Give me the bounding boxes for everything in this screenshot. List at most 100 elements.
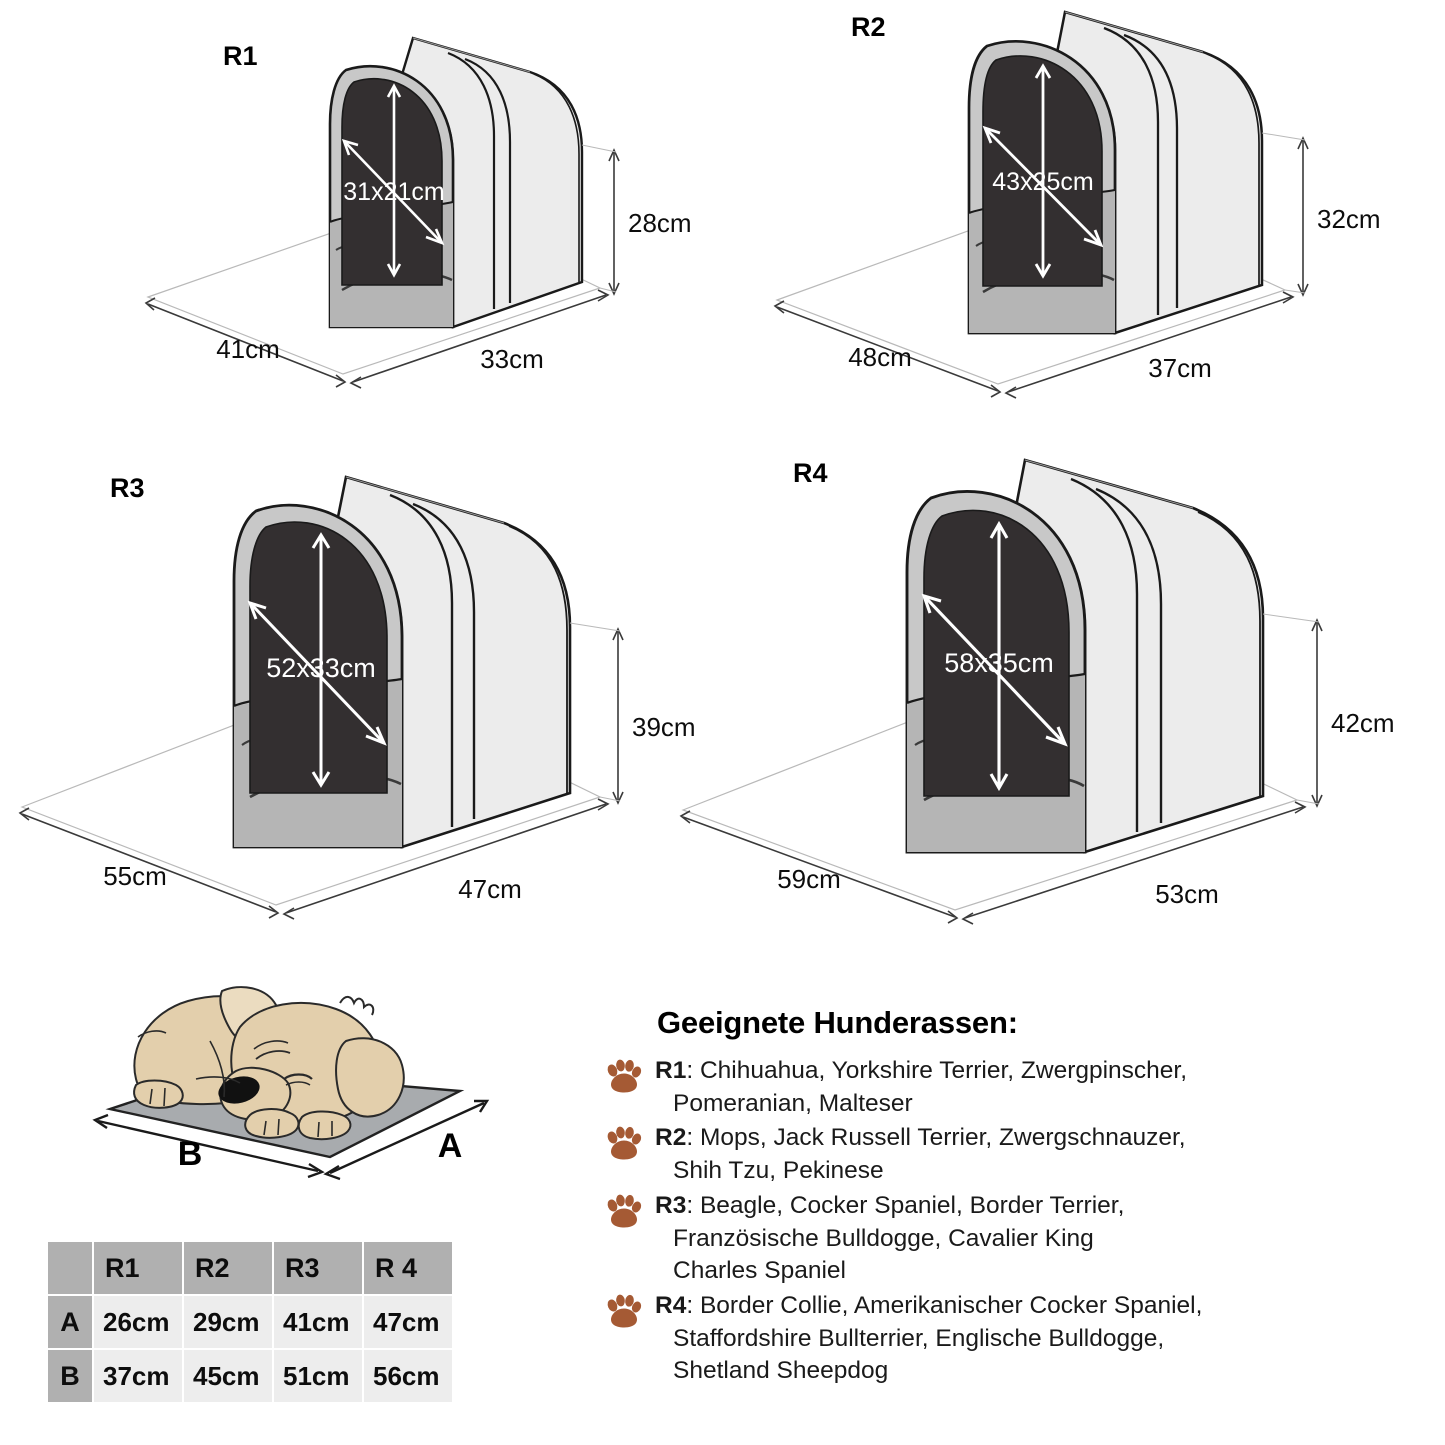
table-cell-b-r3: 51cm bbox=[272, 1348, 364, 1404]
breed-line1-r1: Chihuahua, Yorkshire Terrier, Zwergpinsc… bbox=[699, 1057, 1188, 1084]
height-dimension-label-r3: 39cm bbox=[632, 712, 696, 742]
breed-text-r3: R3: Beagle, Cocker Spaniel, Border Terri… bbox=[655, 1190, 1445, 1288]
breed-line2-r1: Pomeranian, Malteser bbox=[673, 1089, 913, 1117]
table-row-header-a: A bbox=[46, 1294, 94, 1350]
width-dimension-r1 bbox=[144, 297, 347, 388]
height-dimension-r4 bbox=[1262, 613, 1323, 808]
depth-dimension-label-r3: 47cm bbox=[458, 874, 522, 904]
table-col-header-r1: R1 bbox=[92, 1240, 184, 1296]
breed-line2-r4: Staffordshire Bullterrier, Englische Bul… bbox=[673, 1324, 1165, 1352]
breed-entry-r1: R1: Chihuahua, Yorkshire Terrier, Zwergp… bbox=[605, 1055, 1445, 1120]
bed-opening-r1 bbox=[341, 77, 443, 286]
table-col-header-r2: R2 bbox=[182, 1240, 274, 1296]
dog-nose bbox=[218, 1076, 260, 1104]
table-cell-a-r2: 29cm bbox=[182, 1294, 274, 1350]
depth-dimension-label-r1: 33cm bbox=[480, 344, 544, 374]
bed-label-r1: R1 bbox=[223, 41, 258, 71]
table-header-row: R1 R2 R3 R 4 bbox=[46, 1240, 454, 1296]
width-dimension-label-r2: 48cm bbox=[848, 342, 912, 372]
breed-line2-r2: Shih Tzu, Pekinese bbox=[673, 1157, 884, 1185]
table-cell-b-r2: 45cm bbox=[182, 1348, 274, 1404]
interior-dimension-label-r4: 58x35cm bbox=[944, 648, 1054, 678]
breed-line1-r4: Border Collie, Amerikanischer Cocker Spa… bbox=[699, 1291, 1203, 1319]
height-dimension-label-r4: 42cm bbox=[1331, 708, 1395, 738]
breed-text-r4: R4: Border Collie, Amerikanischer Cocker… bbox=[655, 1290, 1445, 1388]
depth-dimension-r1 bbox=[349, 289, 610, 389]
table-col-header-r3: R3 bbox=[272, 1240, 364, 1296]
width-dimension-r3 bbox=[18, 807, 280, 919]
breed-code-r2: R2 bbox=[655, 1124, 687, 1152]
depth-dimension-label-r4: 53cm bbox=[1155, 879, 1219, 909]
table-cell-a-r3: 41cm bbox=[272, 1294, 364, 1350]
width-dimension-label-r4: 59cm bbox=[777, 864, 841, 894]
bed-diagram-r2: 43x25cm R2 48cm 37cm 32cm bbox=[755, 0, 1420, 420]
table-row: B 37cm 45cm 51cm 56cm bbox=[46, 1348, 454, 1404]
breed-entry-r2: R2: Mops, Jack Russell Terrier, Zwergsch… bbox=[605, 1122, 1445, 1187]
breed-line3-r3: Charles Spaniel bbox=[673, 1257, 846, 1285]
depth-dimension-r2 bbox=[1004, 291, 1295, 399]
breed-line1-r3: Beagle, Cocker Spaniel, Border Terrier, bbox=[699, 1191, 1125, 1219]
table-cell-b-r4: 56cm bbox=[362, 1348, 454, 1404]
bed-body-r4 bbox=[1013, 458, 1265, 854]
depth-dimension-r4 bbox=[961, 801, 1307, 925]
interior-dimension-label-r3: 52x33cm bbox=[266, 653, 376, 683]
interior-dimension-arrows-r3 bbox=[247, 532, 387, 788]
breed-entry-r4: R4: Border Collie, Amerikanischer Cocker… bbox=[605, 1290, 1445, 1388]
paw-print-icon bbox=[605, 1055, 655, 1094]
table-cell-a-r4: 47cm bbox=[362, 1294, 454, 1350]
breed-line1-r2: Mops, Jack Russell Terrier, Zwergschnauz… bbox=[699, 1124, 1186, 1152]
breed-colon: : bbox=[686, 1191, 700, 1219]
paw-print-icon bbox=[605, 1290, 655, 1329]
mat-dimension-a bbox=[323, 1099, 490, 1181]
interior-dimension-arrows-r1 bbox=[341, 83, 445, 278]
breeds-title: Geeignete Hunderassen: bbox=[657, 1005, 1018, 1040]
bed-label-r4: R4 bbox=[793, 458, 828, 488]
suitable-breeds-panel: Geeignete Hunderassen: R1: Chihuahua, Yo… bbox=[605, 1005, 1445, 1390]
size-table: R1 R2 R3 R 4 A 26cm 29cm 41cm 47cm B 37c… bbox=[46, 1240, 454, 1404]
interior-dimension-arrows-r2 bbox=[982, 63, 1104, 279]
height-dimension-label-r2: 32cm bbox=[1317, 204, 1381, 234]
breed-text-r2: R2: Mops, Jack Russell Terrier, Zwergsch… bbox=[655, 1122, 1445, 1187]
table-row: A 26cm 29cm 41cm 47cm bbox=[46, 1294, 454, 1350]
interior-dimension-label-r1: 31x21cm bbox=[343, 178, 444, 206]
mat-label-b: B bbox=[178, 1135, 203, 1173]
breed-code-r4: R4 bbox=[655, 1291, 687, 1319]
breed-line2-r3: Französische Bulldogge, Cavalier King bbox=[673, 1224, 1094, 1252]
height-dimension-label-r1: 28cm bbox=[628, 208, 692, 238]
breed-colon: : bbox=[686, 1291, 700, 1319]
dog-on-mat-illustration: B A bbox=[40, 975, 500, 1220]
table-corner-cell bbox=[46, 1240, 94, 1296]
mat-label-a: A bbox=[438, 1127, 463, 1165]
width-dimension-r4 bbox=[679, 810, 959, 924]
bed-opening-r3 bbox=[249, 521, 388, 794]
bed-diagram-r4: 58x35cm R4 59cm 53cm 42cm bbox=[665, 440, 1445, 955]
breed-code-r1: R1 bbox=[655, 1057, 687, 1084]
bed-label-r2: R2 bbox=[851, 12, 886, 42]
height-dimension-r1 bbox=[581, 144, 620, 296]
width-dimension-label-r1: 41cm bbox=[216, 334, 280, 364]
width-dimension-label-r3: 55cm bbox=[103, 861, 167, 891]
height-dimension-r3 bbox=[569, 622, 624, 805]
depth-dimension-r3 bbox=[282, 798, 610, 920]
table-col-header-r4: R 4 bbox=[362, 1240, 454, 1296]
breed-colon: : bbox=[686, 1057, 700, 1084]
interior-dimension-arrows-r4 bbox=[921, 520, 1068, 792]
bed-diagram-r3: 52x33cm R3 55cm 47cm 39cm bbox=[0, 455, 730, 955]
table-cell-b-r1: 37cm bbox=[92, 1348, 184, 1404]
table-cell-a-r1: 26cm bbox=[92, 1294, 184, 1350]
width-dimension-r2 bbox=[773, 300, 1002, 398]
table-row-header-b: B bbox=[46, 1348, 94, 1404]
paw-print-icon bbox=[605, 1122, 655, 1161]
paw-print-icon bbox=[605, 1190, 655, 1229]
height-dimension-r2 bbox=[1261, 132, 1309, 297]
dog-illustration bbox=[133, 986, 405, 1141]
breed-code-r3: R3 bbox=[655, 1191, 687, 1219]
bed-opening-r4 bbox=[923, 509, 1070, 797]
mat-dimension-b bbox=[92, 1113, 325, 1179]
breed-text-r1: R1: Chihuahua, Yorkshire Terrier, Zwergp… bbox=[655, 1055, 1445, 1120]
breed-colon: : bbox=[686, 1124, 700, 1152]
bed-label-r3: R3 bbox=[110, 473, 145, 503]
interior-dimension-label-r2: 43x25cm bbox=[992, 168, 1093, 196]
depth-dimension-label-r2: 37cm bbox=[1148, 353, 1212, 383]
